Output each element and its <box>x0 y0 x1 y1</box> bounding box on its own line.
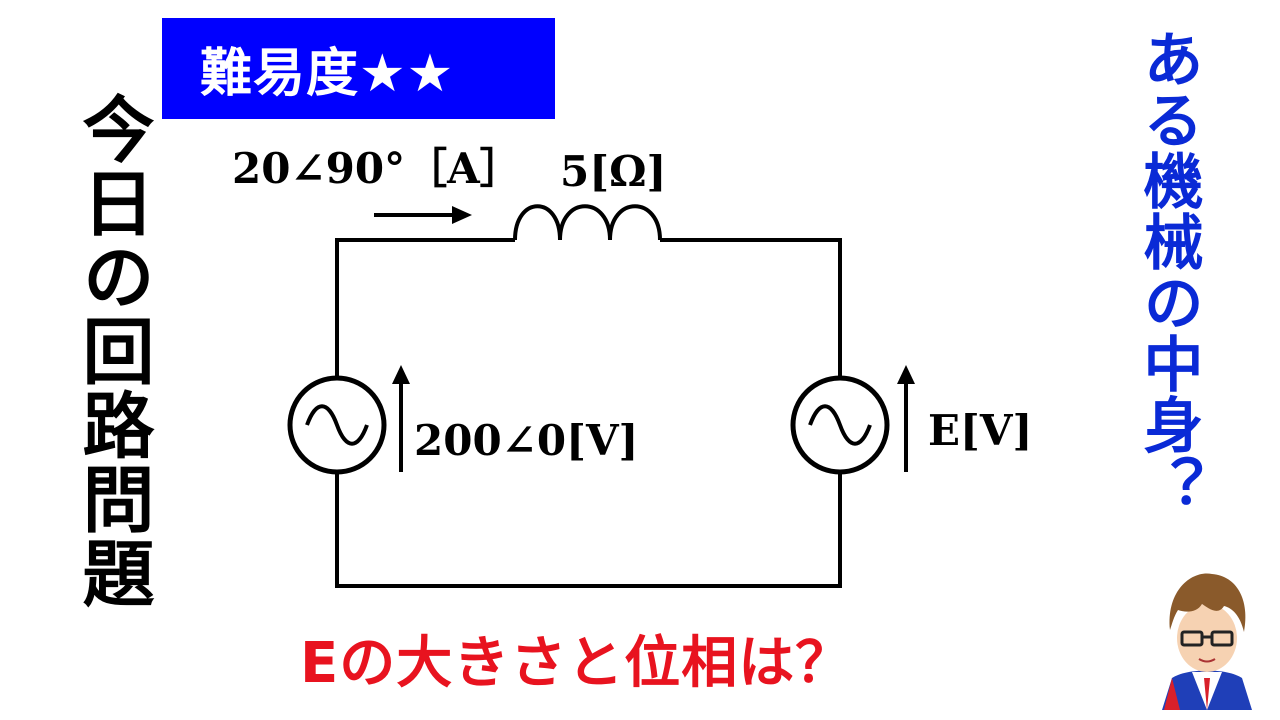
difficulty-badge: 難易度★★ <box>162 18 555 119</box>
question-text: Eの大きさと位相は？ <box>300 631 853 696</box>
inductor-label: 5[Ω] <box>560 147 666 196</box>
wire-top-right <box>660 238 842 378</box>
current-label: 20∠90°［A］ <box>232 144 522 193</box>
source-right-label: E[V] <box>928 406 1032 455</box>
voltage-arrow-right <box>897 365 915 472</box>
ac-source-left <box>287 375 387 475</box>
circuit-wires <box>335 238 842 588</box>
sine-wave-icon <box>305 404 369 446</box>
current-arrow <box>374 206 472 224</box>
caption-vertical: ある機械の中身？ <box>1133 28 1203 516</box>
ac-source-right <box>790 375 890 475</box>
page-title: 今日の回路問題 <box>70 92 154 610</box>
wire-bottom <box>335 474 842 588</box>
inductor <box>513 204 662 241</box>
source-left-label: 200∠0[V] <box>414 416 638 465</box>
wire-top-left <box>335 238 515 376</box>
voltage-arrow-left <box>392 365 410 472</box>
sine-wave-icon <box>808 404 872 446</box>
avatar <box>1162 573 1252 710</box>
